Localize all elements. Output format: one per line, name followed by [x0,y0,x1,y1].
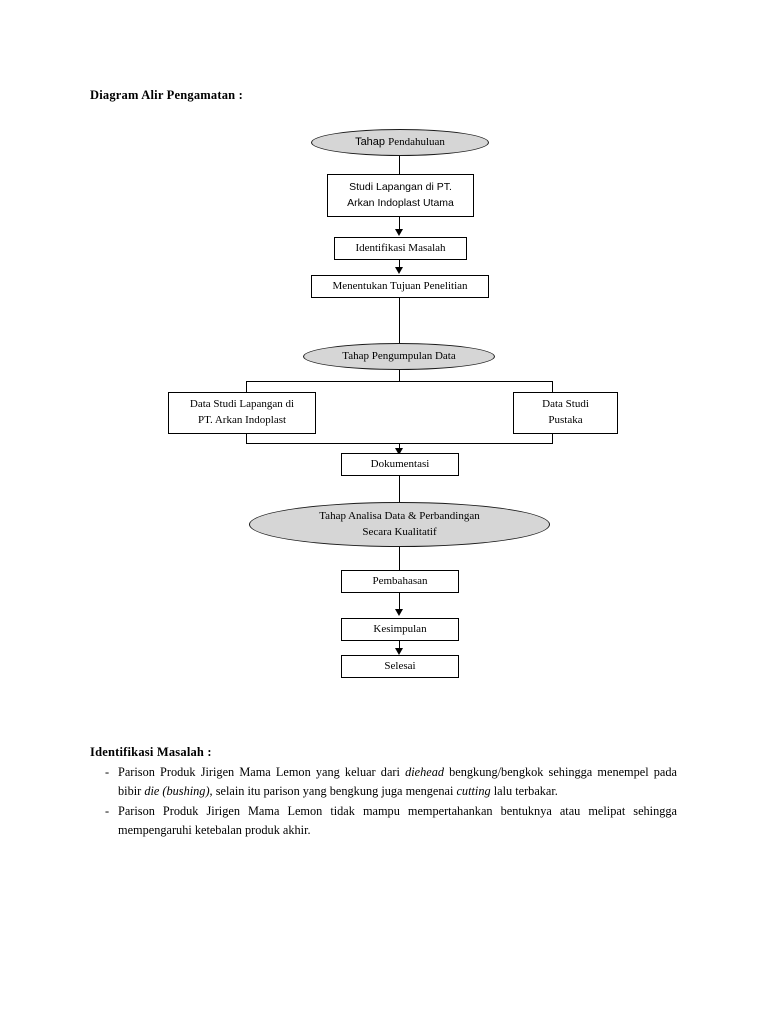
list-item-text: Parison Produk Jirigen Mama Lemon tidak … [118,802,677,840]
emphasis-term: die (bushing), [144,784,213,799]
node-finish-label: Selesai [384,659,416,672]
problems-heading: Identifikasi Masalah : [90,745,212,759]
list-item-marker: - [105,765,110,779]
connector-collection-to-literature-data [552,381,554,392]
flowchart-heading: Diagram Alir Pengamatan : [90,88,244,102]
connector-field-to-identification [399,217,401,231]
emphasis-term: cutting [456,784,491,799]
arrowhead-identification-to-objective [395,267,403,274]
list-item: -Parison Produk Jirigen Mama Lemon tidak… [105,802,677,840]
node-stage-pendahuluan[interactable]: Tahap Pendahuluan [311,129,489,156]
connector-identification-to-objective [399,260,401,269]
node-data-field-study[interactable]: Data Studi Lapangan di PT. Arkan Indopla… [168,392,316,434]
node-data-literature-line1: Data Studi [542,398,589,411]
connector-collection-to-field-data [246,381,248,392]
text-run: lalu terbakar. [490,784,558,799]
node-documentation-label: Dokumentasi [370,457,430,470]
list-item-text: Parison Produk Jirigen Mama Lemon yang k… [118,763,677,801]
connector-objective-to-collection [399,298,401,343]
arrowhead-field-to-identification [395,229,403,236]
connector-intro-to-field [399,156,401,174]
problem-list: -Parison Produk Jirigen Mama Lemon yang … [105,763,677,841]
list-item-marker: - [105,804,110,819]
node-problem-identification-label: Identifikasi Masalah [355,241,446,254]
node-documentation[interactable]: Dokumentasi [341,453,459,476]
text-run: bengkung/bengkok sehingga menempel pada … [118,765,677,799]
node-stage-pendahuluan-label: Tahap Pendahuluan [351,135,449,151]
node-data-literature-line2: Pustaka [548,414,583,426]
connector-literature-data-down [552,434,554,444]
node-finish[interactable]: Selesai [341,655,459,678]
node-data-literature[interactable]: Data Studi Pustaka [513,392,618,434]
node-discussion-label: Pembahasan [372,574,428,587]
list-item: -Parison Produk Jirigen Mama Lemon yang … [105,763,677,801]
node-field-study-line2: Arkan Indoplast Utama [347,196,454,209]
connector-collection-stem [399,370,401,382]
flowchart: Tahap Pendahuluan Studi Lapangan di PT. … [168,129,618,678]
node-discussion[interactable]: Pembahasan [341,570,459,593]
node-research-objective-label: Menentukan Tujuan Penelitian [332,279,468,292]
arrowhead-conclusion-to-finish [395,648,403,655]
text-run: Pendahuluan [388,135,445,148]
arrowhead-discussion-to-conclusion [395,609,403,616]
text-run: Parison Produk Jirigen Mama Lemon tidak … [118,804,677,838]
node-field-study-line1: Studi Lapangan di PT. [349,181,452,194]
node-data-field-study-line2: PT. Arkan Indoplast [197,414,287,426]
connector-merge-to-documentation [399,443,401,451]
node-stage-pengumpulan-label: Tahap Pengumpulan Data [342,349,456,362]
node-stage-pengumpulan[interactable]: Tahap Pengumpulan Data [303,343,495,370]
arrowhead-merge-to-documentation [395,448,403,455]
node-research-objective[interactable]: Menentukan Tujuan Penelitian [311,275,489,298]
text-run: Tahap [355,135,389,148]
node-data-field-study-line1: Data Studi Lapangan di [189,398,295,411]
connector-analysis-to-discussion [399,547,401,570]
node-field-study[interactable]: Studi Lapangan di PT. Arkan Indoplast Ut… [327,174,474,217]
connector-collection-split-bar [246,381,553,383]
connector-field-data-down [246,434,248,444]
connector-discussion-to-conclusion [399,593,401,611]
node-conclusion-label: Kesimpulan [373,622,427,635]
node-stage-analisa-line1: Tahap Analisa Data & Perbandingan [319,509,480,522]
node-stage-analisa[interactable]: Tahap Analisa Data & Perbandingan Secara… [249,502,550,547]
text-run: Parison Produk Jirigen Mama Lemon yang k… [118,765,406,779]
node-conclusion[interactable]: Kesimpulan [341,618,459,641]
node-problem-identification[interactable]: Identifikasi Masalah [334,237,467,260]
connector-conclusion-to-finish [399,641,401,650]
connector-documentation-to-analysis [399,476,401,502]
text-run: selain itu parison yang bengkung juga me… [212,784,457,799]
emphasis-term: diehead [405,765,444,779]
node-stage-analisa-line2: Secara Kualitatif [362,525,437,538]
